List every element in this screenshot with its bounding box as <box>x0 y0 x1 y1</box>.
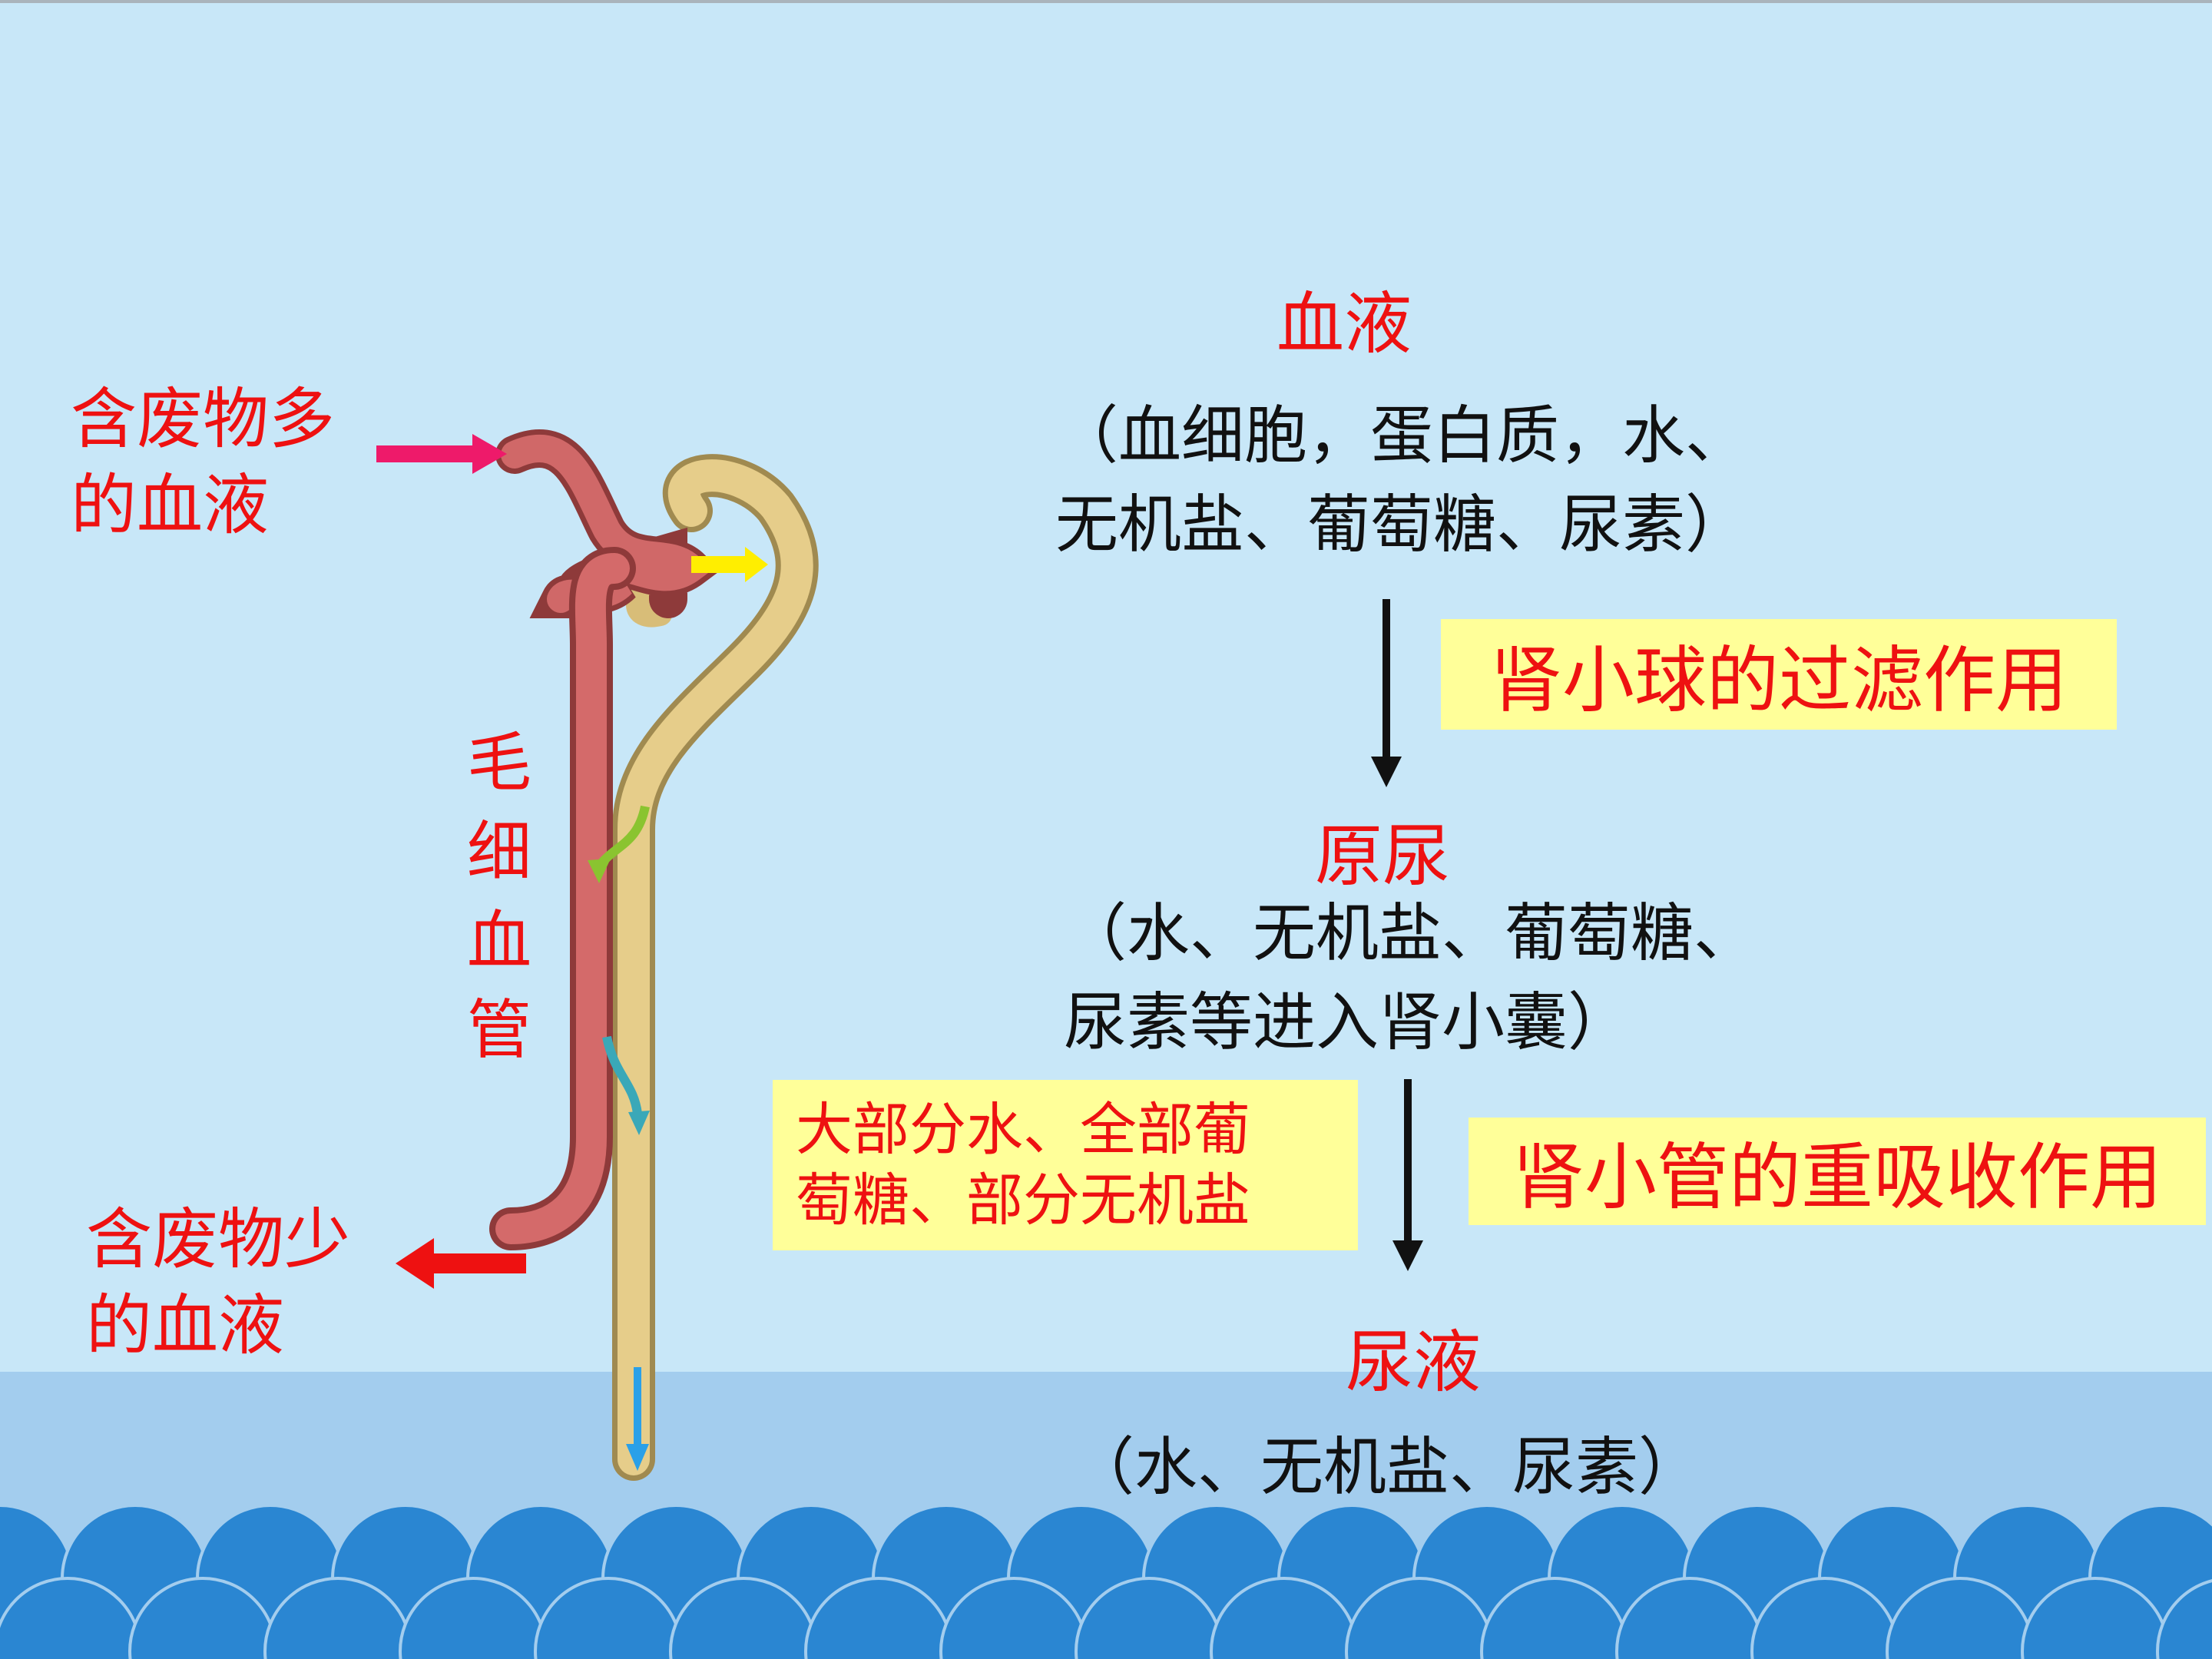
blood-content: （血细胞，蛋白质，水、 无机盐、葡萄糖、尿素） <box>1055 399 1748 561</box>
capillary-label: 毛细血管 <box>466 725 531 1068</box>
wave-decoration <box>0 1504 2212 1659</box>
down-arrow-2 <box>1392 1079 1423 1271</box>
filtration-label: 肾小球的过滤作用 <box>1489 639 2068 723</box>
blood-out-label: 含废物少 的血液 <box>86 1201 350 1364</box>
urine-content: （水、无机盐、尿素） <box>1071 1431 1702 1504</box>
filtration-box: 肾小球的过滤作用 <box>1441 619 2117 730</box>
capillary-vessel <box>489 429 721 1250</box>
primary-urine-content: （水、无机盐、葡萄糖、 尿素等进入肾小囊） <box>1064 897 1757 1059</box>
renal-tubule <box>612 454 819 1481</box>
blood-in-arrow <box>376 434 507 474</box>
reabsorption-arrow-teal <box>602 1035 642 1114</box>
reabsorption-label: 肾小管的重吸收作用 <box>1512 1136 2162 1220</box>
top-border <box>0 0 2212 3</box>
reabsorbed-note-box: 大部分水、全部葡 萄糖、部分无机盐 <box>773 1080 1358 1250</box>
blood-title: 血液 <box>1276 284 1412 363</box>
nephron-illustration <box>376 429 819 1481</box>
down-arrow-1 <box>1371 599 1402 787</box>
urine-title: 尿液 <box>1345 1323 1481 1402</box>
primary-urine-title: 原尿 <box>1314 816 1450 896</box>
blood-out-arrow <box>396 1238 526 1289</box>
wave-circle <box>2156 1579 2212 1659</box>
reabsorption-box: 肾小管的重吸收作用 <box>1469 1118 2206 1225</box>
blood-in-label: 含废物多 的血液 <box>71 381 335 544</box>
